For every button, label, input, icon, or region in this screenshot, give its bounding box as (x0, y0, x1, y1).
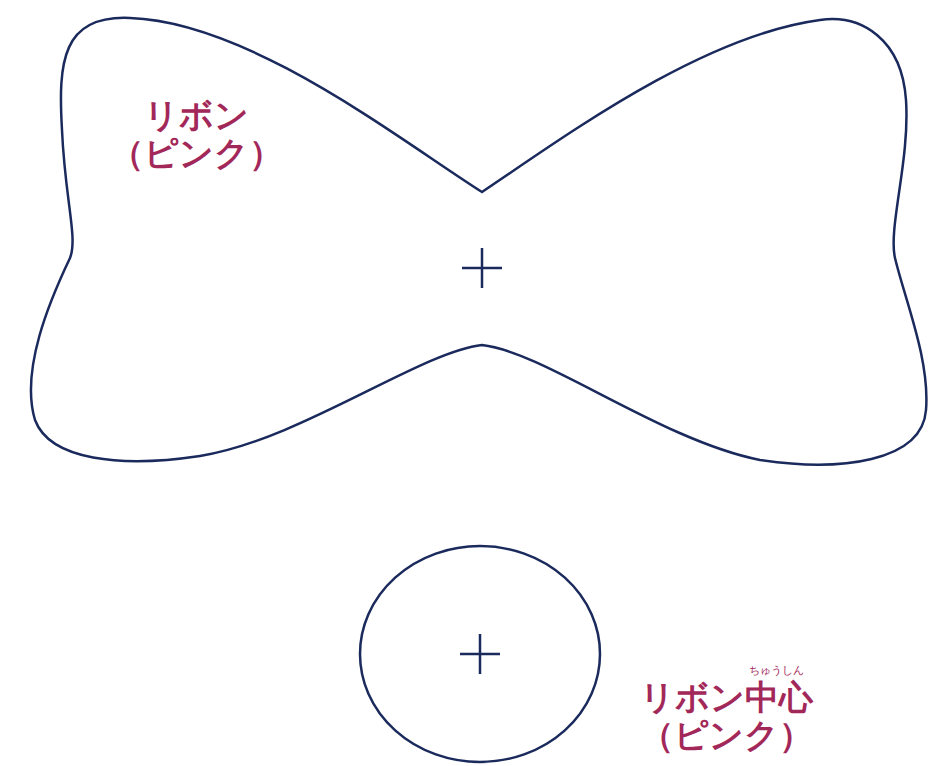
ribbon-shape: リボン （ピンク） (0, 0, 935, 480)
center-cross (460, 634, 500, 674)
center-cross (462, 248, 502, 288)
part-label: リボン中心 （ピンク） (640, 678, 813, 754)
part-label: リボン （ピンク） (110, 96, 283, 172)
ribbon-center-circle-outline (356, 540, 604, 764)
ribbon-shape-outline (0, 0, 935, 480)
furigana: ちゅうしん (749, 665, 804, 676)
ribbon-center-circle: リボン中心 （ピンク） (356, 540, 604, 764)
